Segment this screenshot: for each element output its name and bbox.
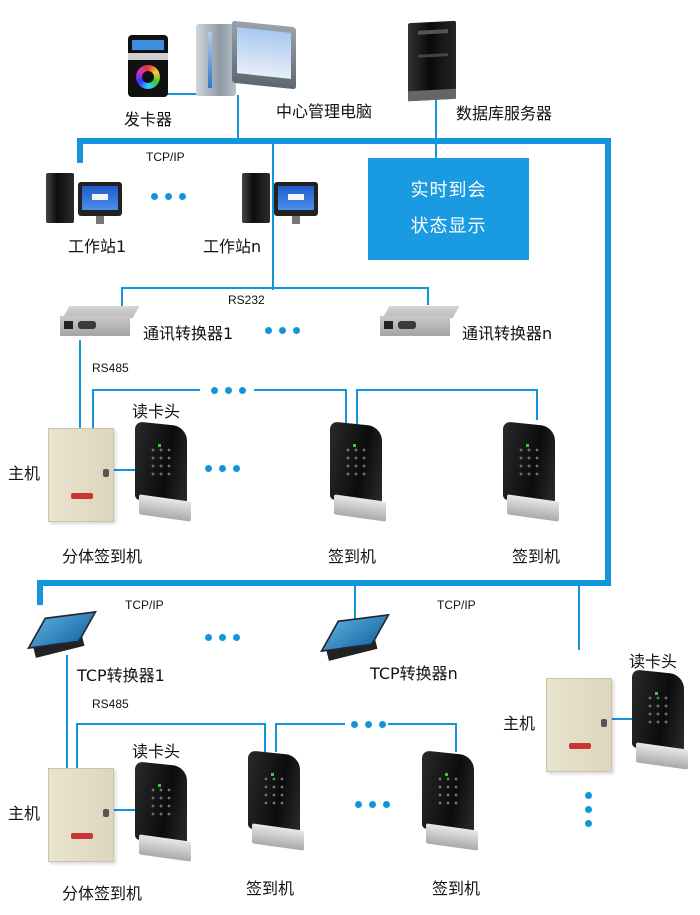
workstation-n-label: 工作站n [203,237,262,256]
wire-upper-loop-c [356,389,538,425]
lower-host-label: 主机 [8,804,41,823]
wire-lower-loop-a [76,723,266,768]
db-server-label: 数据库服务器 [456,104,553,123]
direct-group-ellipsis [585,792,592,827]
lower-checkin-ellipsis [355,801,390,808]
tcp-converter-1-label: TCP转换器1 [77,666,165,685]
upper-reader-label: 读卡头 [132,402,181,421]
upper-split-device-label: 分体签到机 [62,547,143,566]
lower-checkin-2-icon [422,750,478,853]
serial-converter-ellipsis [265,327,300,334]
workstation-1-monitor-icon [78,182,122,224]
workstation-ellipsis [151,193,186,200]
wire-lower-loop-b [275,723,345,752]
lower-checkin-1-label: 签到机 [246,879,295,898]
upper-card-reader-icon [135,421,191,524]
wire-lower-loop-c [388,723,457,752]
upper-host-label: 主机 [8,464,41,483]
workstation-1-label: 工作站1 [68,237,127,256]
serial-converter-n-label: 通讯转换器n [462,324,553,343]
upper-host-controller-icon [48,428,114,522]
protocol-rs485-lower: RS485 [92,697,129,711]
workstation-n-monitor-icon [274,182,318,224]
tcp-converter-ellipsis [205,634,240,641]
protocol-tcpip-lower-left: TCP/IP [125,598,164,612]
center-pc-label: 中心管理电脑 [276,102,373,121]
protocol-rs485-upper: RS485 [92,361,129,375]
realtime-status-display: 实时到会 状态显示 [368,158,529,260]
protocol-tcpip-lower-right: TCP/IP [437,598,476,612]
lower-split-device-label: 分体签到机 [62,884,143,903]
protocol-tcpip-top: TCP/IP [146,150,185,164]
direct-host-label: 主机 [503,714,536,733]
desktop-tower-icon [196,24,236,96]
lower-checkin-2-label: 签到机 [432,879,481,898]
upper-checkin-1-icon [330,421,386,524]
tcp-converter-n-label: TCP转换器n [370,664,458,683]
upper-reader-ellipsis [205,465,240,472]
tcp-converter-1-icon [27,610,97,660]
lower-reader-label: 读卡头 [132,742,181,761]
lower-checkin-1-icon [248,750,304,853]
status-line-2: 状态显示 [410,216,487,237]
serial-converter-n-icon [380,306,460,338]
status-line-1: 实时到会 [410,180,487,201]
workstation-1-tower-icon [46,173,74,223]
direct-card-reader-icon [632,669,688,772]
upper-checkin-1-label: 签到机 [328,547,377,566]
card-issuer-icon [128,35,168,97]
wire-upper-loop-b [254,389,347,425]
tcp-converter-n-icon [320,613,390,663]
lower-card-reader-icon [135,761,191,864]
card-issuer-label: 发卡器 [124,110,173,129]
lower-host-controller-icon [48,768,114,862]
wire-upper-loop-a [92,389,200,428]
direct-reader-label: 读卡头 [629,652,678,671]
upper-checkin-2-icon [503,421,559,524]
server-tower-icon [408,20,456,102]
wire-rs232 [121,287,429,306]
direct-host-controller-icon [546,678,612,772]
workstation-n-tower-icon [242,173,270,223]
upper-checkin-2-label: 签到机 [512,547,561,566]
serial-converter-1-label: 通讯转换器1 [143,324,234,343]
protocol-rs232: RS232 [228,293,265,307]
desktop-monitor-icon [232,20,296,90]
tcpip-backbone [37,138,611,605]
upper-bus-ellipsis [211,387,246,394]
lower-bus-ellipsis [351,721,386,728]
serial-converter-1-icon [60,306,140,338]
